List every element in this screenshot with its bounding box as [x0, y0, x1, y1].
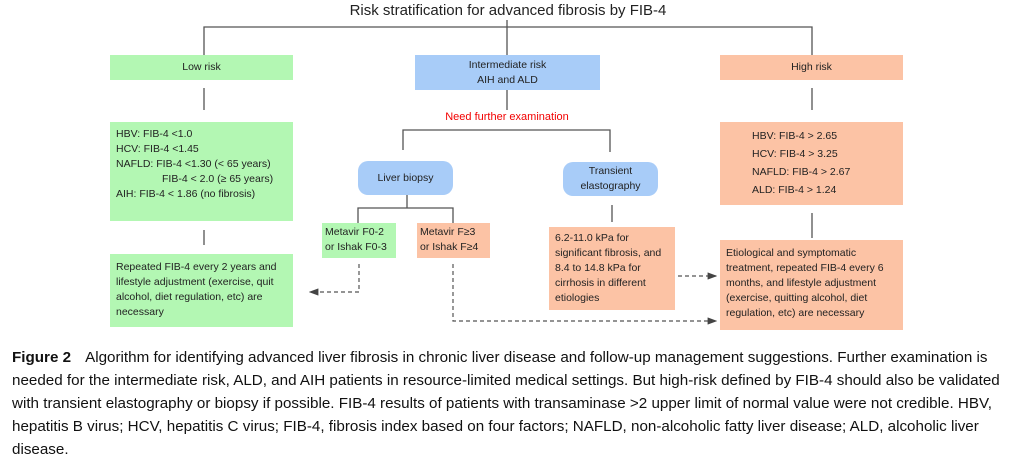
high-risk-action: Etiological and symptomatic treatment, r…	[720, 240, 903, 330]
biopsy-low-result: Metavir F0-2 or Ishak F0-3	[322, 223, 396, 258]
low-risk-action: Repeated FIB-4 every 2 years and lifesty…	[110, 254, 293, 327]
caption-label: Figure 2	[12, 349, 72, 366]
criterion: HCV: FIB-4 <1.45	[116, 143, 199, 155]
connector-lines	[203, 20, 813, 325]
need-further-examination-note: Need further examination	[445, 111, 569, 123]
elastography-label: Transient	[588, 165, 633, 177]
intermediate-sublabel: AIH and ALD	[477, 73, 538, 86]
high-risk-criteria: HBV: FIB-4 > 2.65 HCV: FIB-4 > 3.25 NAFL…	[720, 122, 903, 205]
liver-biopsy-node: Liver biopsy	[358, 161, 453, 195]
criterion: AIH: FIB-4 < 1.86 (no fibrosis)	[116, 188, 256, 200]
biopsy-high-result: Metavir F≥3 or Ishak F≥4	[417, 223, 490, 258]
elastography-label: elastography	[580, 180, 641, 192]
criterion: HBV: FIB-4 > 2.65	[752, 130, 838, 142]
criterion: NAFLD: FIB-4 > 2.67	[752, 166, 851, 178]
result-line: or Ishak F≥4	[420, 241, 479, 253]
criterion: FIB-4 < 2.0 (≥ 65 years)	[162, 173, 274, 185]
criterion: ALD: FIB-4 > 1.24	[752, 184, 837, 196]
low-risk-header: Low risk	[110, 55, 293, 80]
result-line: Metavir F≥3	[420, 226, 476, 238]
high-risk-header: High risk	[720, 55, 903, 80]
result-line: or Ishak F0-3	[325, 241, 387, 253]
criterion: HCV: FIB-4 > 3.25	[752, 148, 838, 160]
diagram-title: Risk stratification for advanced fibrosi…	[349, 2, 667, 19]
criterion: NAFLD: FIB-4 <1.30 (< 65 years)	[116, 158, 271, 170]
low-risk-criteria: HBV: FIB-4 <1.0 HCV: FIB-4 <1.45 NAFLD: …	[110, 122, 293, 221]
intermediate-risk-header: Intermediate risk AIH and ALD	[415, 55, 600, 90]
caption-text: Algorithm for identifying advanced liver…	[12, 349, 1000, 458]
result-line: Metavir F0-2	[325, 226, 384, 238]
transient-elastography-node: Transient elastography	[563, 162, 658, 196]
criterion: HBV: FIB-4 <1.0	[116, 128, 193, 140]
elastography-result: 6.2-11.0 kPa for significant fibrosis, a…	[549, 227, 675, 310]
intermediate-label: Intermediate risk	[468, 58, 547, 71]
